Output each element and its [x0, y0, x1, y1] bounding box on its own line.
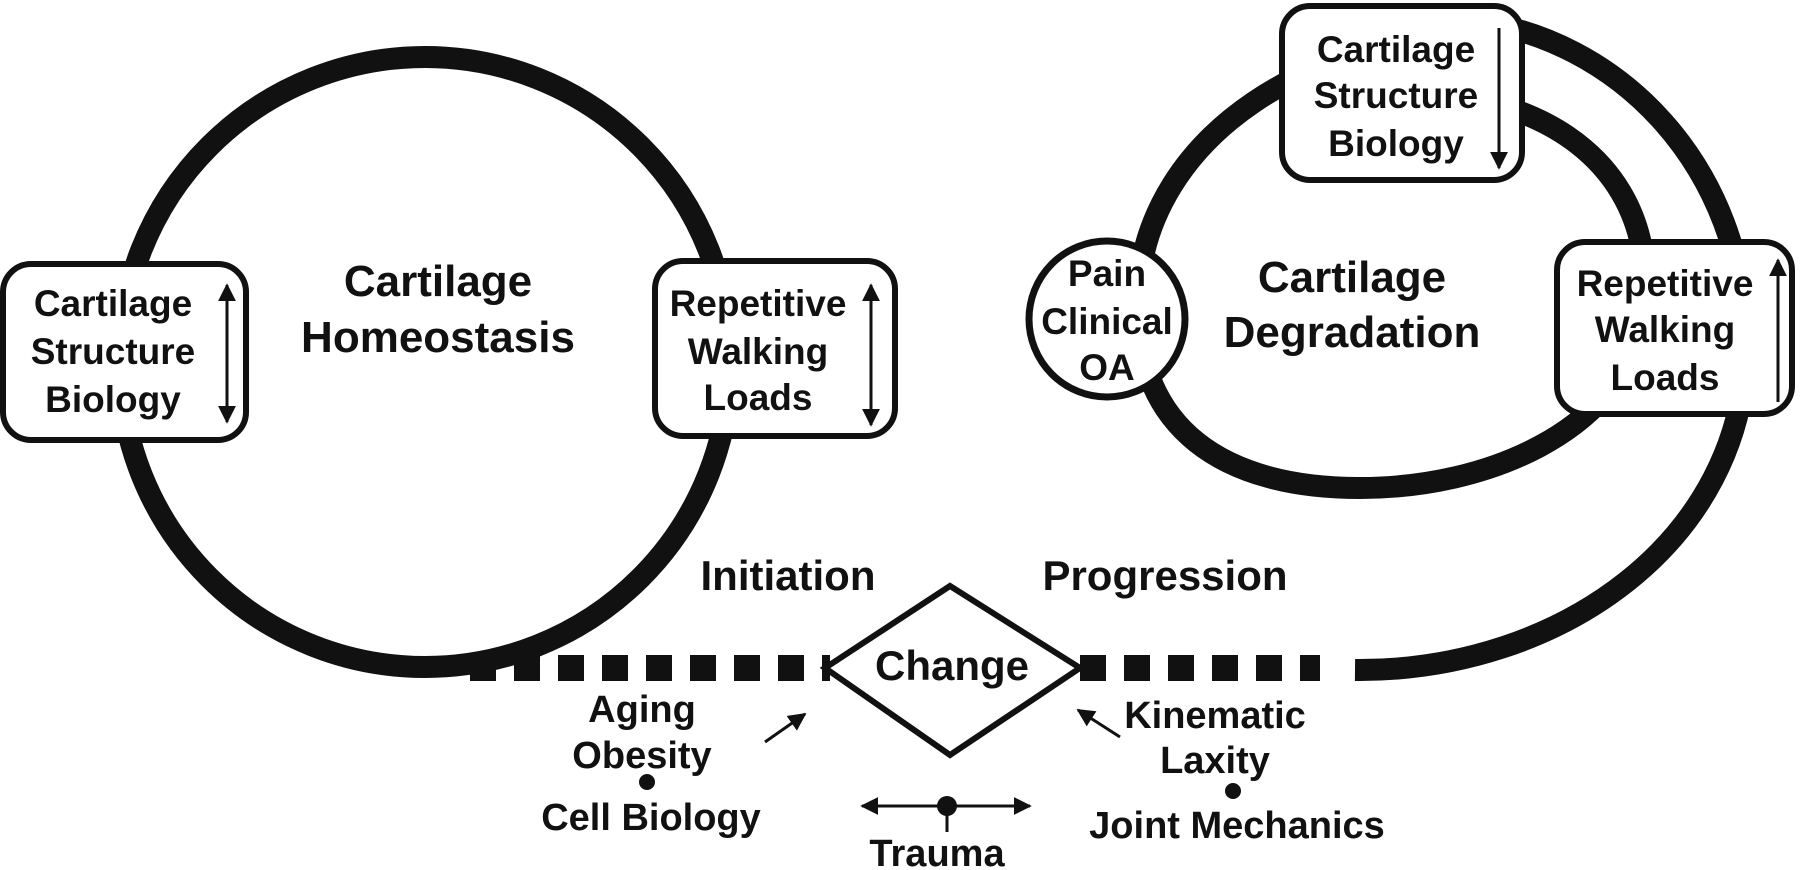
bullet-dot [1225, 783, 1241, 799]
bullet-dot [639, 774, 655, 790]
box-label-line1: Cartilage [1317, 29, 1475, 70]
homeostasis-cartilage-box: Cartilage Structure Biology [0, 261, 249, 443]
right-factor-arrow [1076, 708, 1121, 739]
box-label-line1: Repetitive [670, 283, 847, 324]
box-label-line2: Walking [1595, 309, 1735, 350]
factor-joint-mechanics: Joint Mechanics [1089, 805, 1385, 847]
factor-kinematic: Kinematic [1124, 695, 1306, 737]
box-label-line2: Walking [688, 331, 828, 372]
change-diamond: Change [819, 582, 1086, 759]
degradation-cartilage-box: Cartilage Structure Biology [1279, 3, 1525, 183]
trauma-factor: Trauma [860, 796, 1032, 870]
box-label-line2: Structure [1314, 75, 1478, 116]
homeostasis-title-line2: Homeostasis [301, 313, 575, 362]
initiation-label: Initiation [701, 552, 876, 599]
pain-node-line1: Pain [1068, 253, 1146, 294]
homeostasis-title-line1: Cartilage [344, 257, 532, 306]
left-factor-arrow [764, 712, 807, 744]
box-label-line3: Biology [1328, 123, 1464, 164]
degradation-title-line2: Degradation [1224, 308, 1481, 357]
box-label-line3: Biology [45, 379, 181, 420]
degradation-title-line1: Cartilage [1258, 253, 1446, 302]
change-label: Change [875, 642, 1029, 689]
factor-laxity: Laxity [1160, 740, 1270, 782]
progression-label: Progression [1042, 552, 1287, 599]
factor-cell-biology: Cell Biology [541, 797, 761, 839]
degradation-loads-box: Repetitive Walking Loads [1554, 239, 1795, 417]
box-label-line2: Structure [31, 331, 195, 372]
pain-node-line3: OA [1079, 347, 1135, 388]
pain-clinical-oa-node: Pain Clinical OA [1025, 237, 1189, 401]
box-label-line3: Loads [704, 377, 813, 418]
homeostasis-loads-box: Repetitive Walking Loads [652, 258, 898, 439]
box-label-line1: Repetitive [1577, 263, 1754, 304]
factor-obesity: Obesity [572, 735, 711, 777]
box-label-line3: Loads [1611, 357, 1720, 398]
factor-trauma: Trauma [869, 833, 1005, 870]
box-label-line1: Cartilage [34, 283, 192, 324]
factor-aging: Aging [588, 689, 696, 731]
pain-node-line2: Clinical [1041, 301, 1173, 342]
